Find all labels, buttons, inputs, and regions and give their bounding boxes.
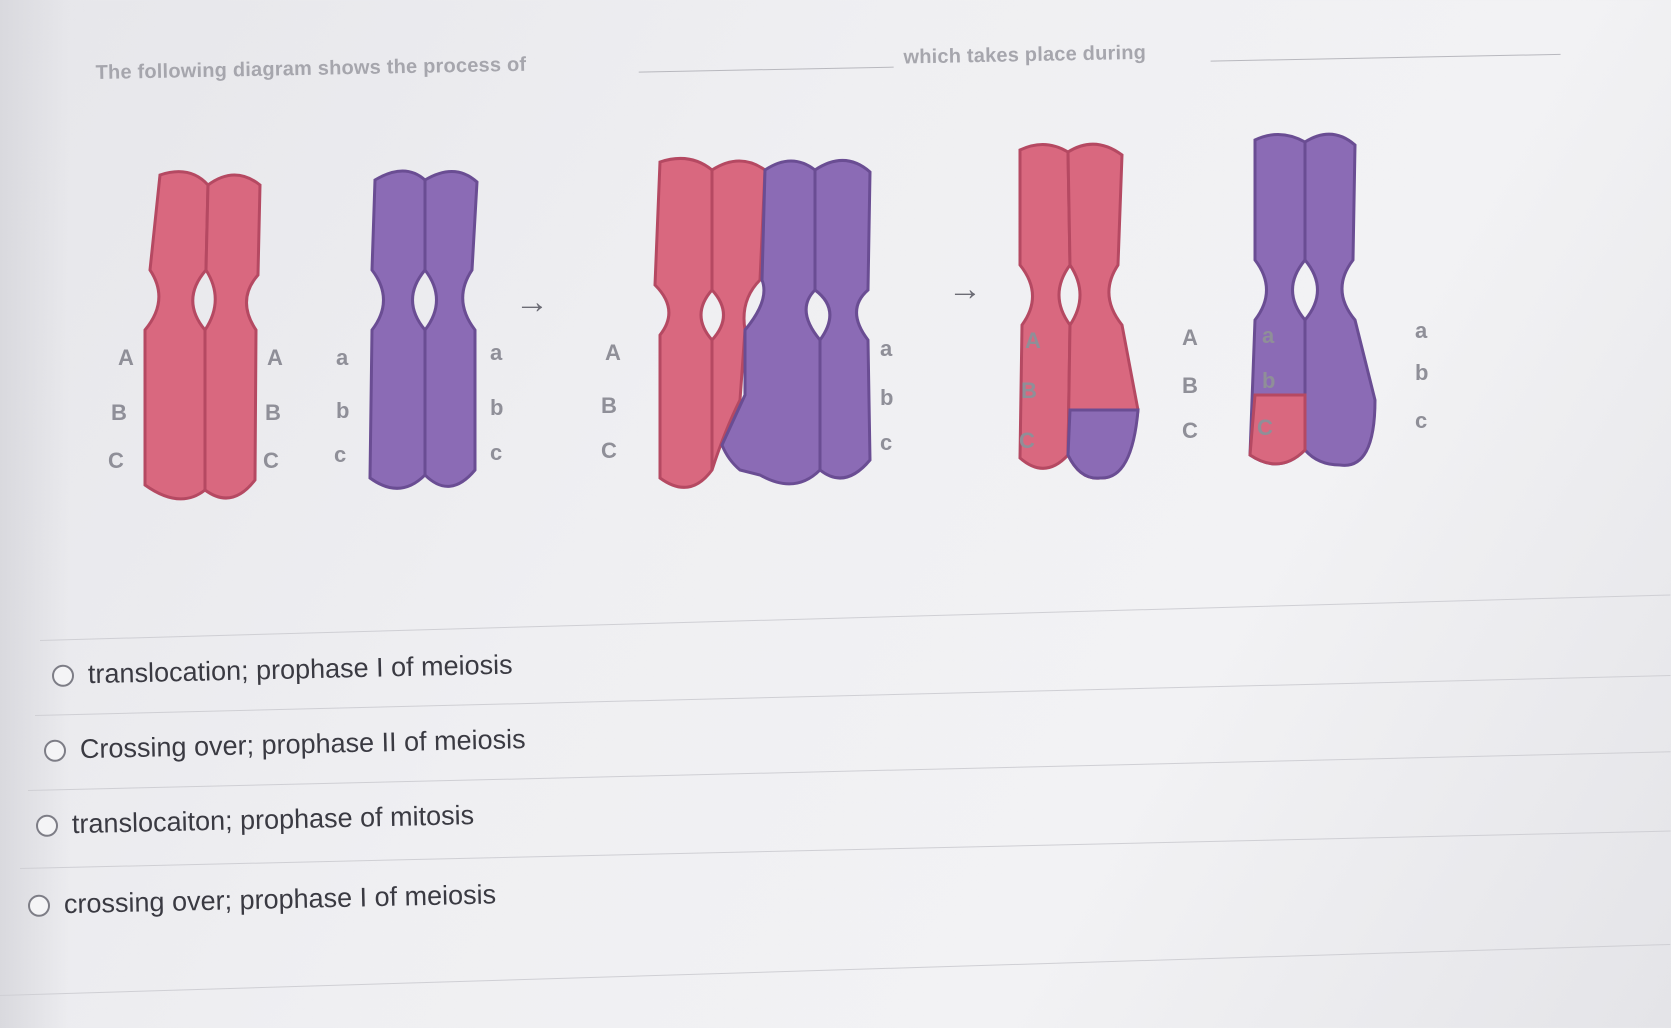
radio-button[interactable] [43, 739, 67, 762]
label-pair2-right-2: c [880, 430, 892, 455]
label-pair1b-left-1: b [336, 398, 349, 423]
label-pair3b-left-1: b [1262, 368, 1275, 393]
radio-button[interactable] [27, 894, 51, 917]
chromosome-recombinant-maternal [1018, 142, 1140, 480]
option-crossing-over-prophase-ii[interactable]: Crossing over; prophase II of meiosis [43, 724, 526, 766]
chromosome-recombinant-paternal [1248, 132, 1377, 467]
chromosome-maternal-1 [143, 170, 262, 501]
divider-3 [19, 830, 1671, 869]
arrow-2: → [948, 270, 982, 308]
arrow-1: → [515, 283, 549, 321]
label-pair3-left-0: A [1025, 328, 1041, 353]
label-pair1b-right-0: a [490, 340, 503, 365]
crossing-over-diagram: A B C A B C a b c a b c → A B C a b c → … [108, 132, 1428, 501]
radio-button[interactable] [51, 664, 75, 687]
option-translocation-mitosis[interactable]: translocaiton; prophase of mitosis [35, 800, 475, 841]
label-pair3b-right-1: b [1415, 360, 1428, 385]
divider-top [39, 594, 1671, 641]
label-pair1-left-1: B [111, 400, 127, 425]
label-pair3-right-1: B [1182, 373, 1198, 398]
label-pair2-right-0: a [880, 336, 893, 361]
label-pair3b-right-2: c [1415, 408, 1427, 433]
label-pair2-right-1: b [880, 385, 893, 410]
label-pair2-left-2: C [601, 438, 617, 463]
label-pair1b-left-2: c [334, 442, 346, 467]
label-pair1-right-1: B [265, 400, 281, 425]
label-pair1-left-0: A [118, 345, 134, 370]
label-pair1-left-2: C [108, 448, 124, 473]
option-label: Crossing over; prophase II of meiosis [79, 724, 526, 765]
divider-bottom [0, 943, 1671, 996]
label-pair1b-right-1: b [490, 395, 503, 420]
option-label: translocaiton; prophase of mitosis [71, 800, 475, 840]
label-pair1b-right-2: c [490, 440, 502, 465]
label-pair3-left-1: B [1021, 378, 1037, 403]
label-pair3-left-2: C [1019, 428, 1035, 453]
option-translocation-meiosis[interactable]: translocation; prophase I of meiosis [51, 649, 513, 691]
label-pair1-right-2: C [263, 448, 279, 473]
chromosome-paternal-1 [368, 169, 479, 490]
page-edge-shadow [0, 0, 70, 1028]
label-pair1-right-0: A [267, 345, 283, 370]
label-pair2-left-0: A [605, 340, 621, 365]
tetrad-crossing [653, 156, 872, 489]
option-crossing-over-prophase-i[interactable]: crossing over; prophase I of meiosis [27, 879, 497, 921]
label-pair1b-left-0: a [336, 345, 349, 370]
label-pair3b-left-2: C [1257, 415, 1273, 440]
label-pair2-left-1: B [601, 393, 617, 418]
label-pair3b-right-0: a [1415, 318, 1428, 343]
label-pair3-right-0: A [1182, 325, 1198, 350]
radio-button[interactable] [35, 814, 59, 837]
label-pair3b-left-0: a [1262, 323, 1275, 348]
label-pair3-right-2: C [1182, 418, 1198, 443]
option-label: crossing over; prophase I of meiosis [63, 879, 497, 920]
option-label: translocation; prophase I of meiosis [87, 649, 513, 690]
